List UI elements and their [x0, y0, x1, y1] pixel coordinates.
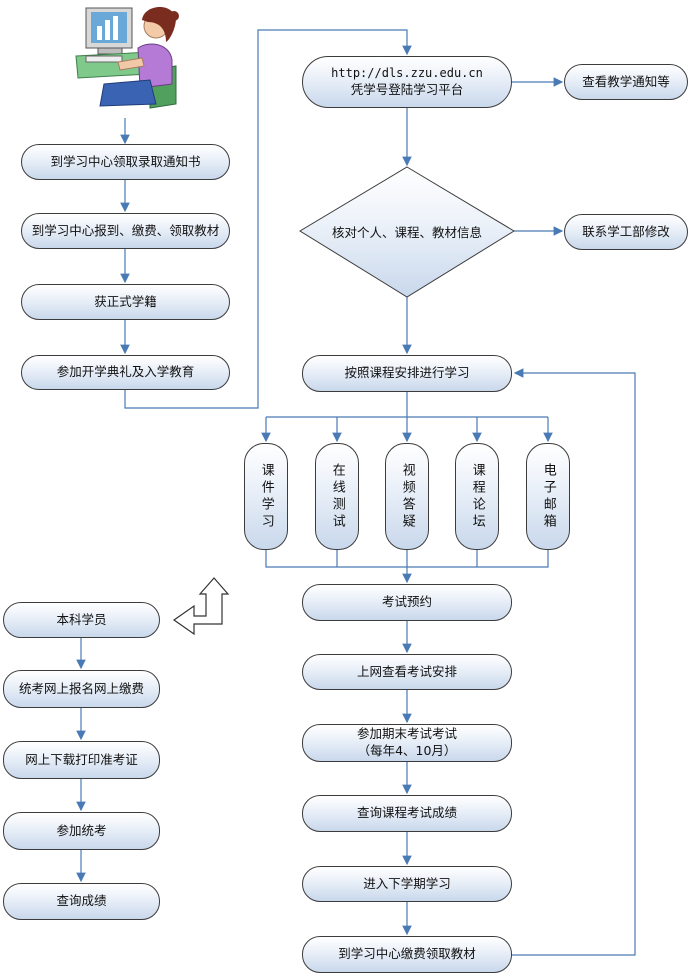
next-semester: 进入下学期学习 [302, 866, 512, 902]
undergrad-student: 本科学员 [3, 602, 160, 638]
view-notices: 查看教学通知等 [564, 64, 688, 100]
step-register-pay: 到学习中心报到、缴费、领取教材 [21, 213, 230, 249]
query-results: 查询成绩 [3, 883, 160, 920]
verify-label: 核对个人、课程、教材信息 [331, 225, 482, 240]
mode-online-test: 在线测试 [315, 443, 359, 550]
turn-arrow-icon [172, 577, 230, 636]
take-unified-exam: 参加统考 [3, 812, 160, 850]
mode-courseware: 课件学习 [244, 443, 288, 550]
step-receive-admission-letter: 到学习中心领取录取通知书 [21, 144, 230, 180]
check-grades: 查询课程考试成绩 [302, 795, 512, 832]
exam-booking: 考试预约 [302, 584, 512, 621]
study-per-schedule: 按照课程安排进行学习 [302, 355, 512, 392]
final-exam: 参加期末考试考试 （每年4、10月） [302, 724, 512, 762]
pay-get-materials: 到学习中心缴费领取教材 [302, 936, 512, 973]
platform-login: http://dls.zzu.edu.cn 凭学号登陆学习平台 [302, 56, 512, 108]
step-orientation: 参加开学典礼及入学教育 [21, 355, 230, 390]
unified-exam-signup: 统考网上报名网上缴费 [3, 670, 160, 708]
verify-diamond [299, 166, 515, 298]
mode-forum: 课程论坛 [455, 443, 499, 550]
mode-email: 电子邮箱 [526, 443, 570, 550]
contact-office: 联系学工部修改 [564, 214, 688, 250]
step-enrollment: 获正式学籍 [21, 284, 230, 320]
mode-video-qa: 视频答疑 [385, 443, 429, 550]
print-admission-ticket: 网上下载打印准考证 [3, 741, 160, 779]
check-exam-schedule: 上网查看考试安排 [302, 654, 512, 690]
student-computer-illustration [75, 6, 179, 109]
